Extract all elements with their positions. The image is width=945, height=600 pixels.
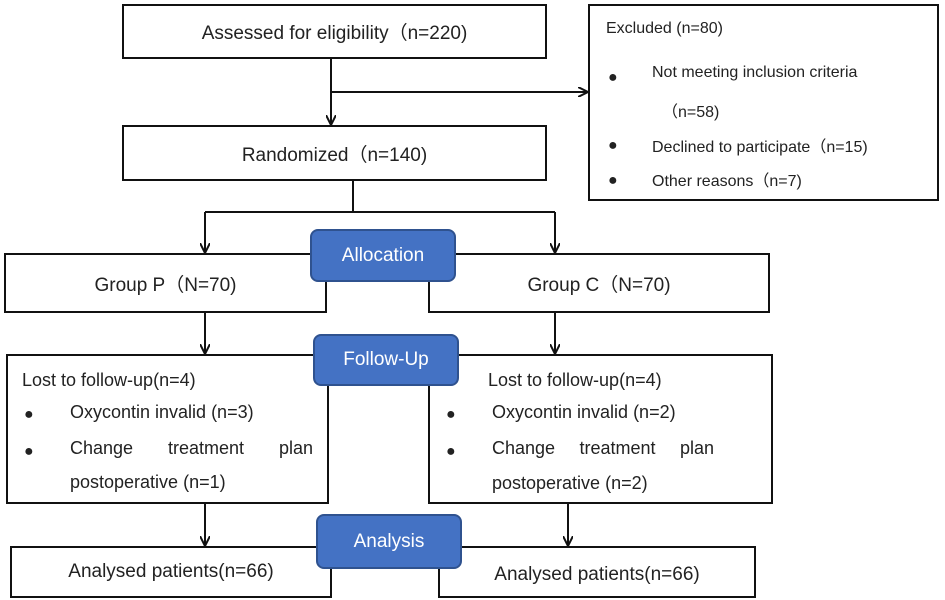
followup-text: Follow-Up bbox=[343, 349, 429, 370]
followup-c-word: Change bbox=[492, 438, 556, 458]
excluded-box: Excluded (n=80) ● Not meeting inclusion … bbox=[588, 4, 939, 201]
analysed-p-box: Analysed patients(n=66) bbox=[10, 546, 332, 598]
followup-p-word: treatment bbox=[167, 438, 245, 458]
followup-c-box: Lost to follow-up(n=4) ● Oxycontin inval… bbox=[428, 354, 773, 504]
analysis-label: Analysis bbox=[316, 514, 462, 569]
followup-c-title: Lost to follow-up(n=4) bbox=[488, 370, 662, 390]
excluded-item-declined: Declined to participate（n=15) bbox=[652, 139, 868, 156]
followup-label: Follow-Up bbox=[313, 334, 459, 386]
followup-c-item-oxycontin: Oxycontin invalid (n=2) bbox=[492, 402, 676, 422]
followup-p-word: plan bbox=[278, 438, 313, 458]
group-p-box: Group P（N=70) bbox=[4, 253, 327, 313]
analysed-c-box: Analysed patients(n=66) bbox=[438, 546, 756, 598]
followup-p-item-oxycontin: Oxycontin invalid (n=3) bbox=[70, 402, 254, 422]
bullet-icon: ● bbox=[24, 443, 34, 460]
bullet-icon: ● bbox=[446, 406, 456, 423]
followup-p-title: Lost to follow-up(n=4) bbox=[22, 370, 196, 390]
analysed-c-text: Analysed patients(n=66) bbox=[494, 564, 700, 585]
bullet-icon: ● bbox=[608, 69, 618, 86]
followup-p-item-postoperative: postoperative (n=1) bbox=[70, 472, 226, 492]
group-c-box: Group C（N=70) bbox=[428, 253, 770, 313]
randomized-text: Randomized（n=140) bbox=[241, 144, 428, 166]
randomized-box: Randomized（n=140) bbox=[122, 125, 547, 181]
excluded-title: Excluded (n=80) bbox=[606, 20, 723, 37]
group-p-text: Group P（N=70) bbox=[94, 274, 237, 296]
analysis-text: Analysis bbox=[353, 530, 425, 552]
followup-p-item-change: Change treatment plan bbox=[70, 438, 313, 459]
bullet-icon: ● bbox=[24, 406, 34, 423]
assessed-text: Assessed for eligibility（n=220) bbox=[201, 23, 468, 44]
bullet-icon: ● bbox=[608, 172, 618, 189]
followup-p-box: Lost to follow-up(n=4) ● Oxycontin inval… bbox=[6, 354, 329, 504]
followup-c-item-postoperative: postoperative (n=2) bbox=[492, 473, 648, 493]
allocation-label: Allocation bbox=[310, 229, 456, 282]
allocation-text: Allocation bbox=[341, 244, 425, 266]
assessed-box: Assessed for eligibility（n=220) bbox=[122, 4, 547, 59]
followup-p-word: Change bbox=[70, 438, 134, 458]
analysed-p-text: Analysed patients(n=66) bbox=[68, 561, 274, 582]
bullet-icon: ● bbox=[446, 443, 456, 460]
followup-c-item-change: Change treatment plan bbox=[492, 438, 714, 459]
followup-c-word: plan bbox=[679, 438, 714, 458]
excluded-item-other: Other reasons（n=7) bbox=[652, 173, 802, 190]
excluded-item-inclusion: Not meeting inclusion criteria bbox=[652, 64, 858, 81]
group-c-text: Group C（N=70) bbox=[527, 274, 671, 296]
followup-c-word: treatment bbox=[579, 438, 656, 458]
bullet-icon: ● bbox=[608, 137, 618, 154]
excluded-item-inclusion-count: （n=58) bbox=[662, 104, 720, 121]
